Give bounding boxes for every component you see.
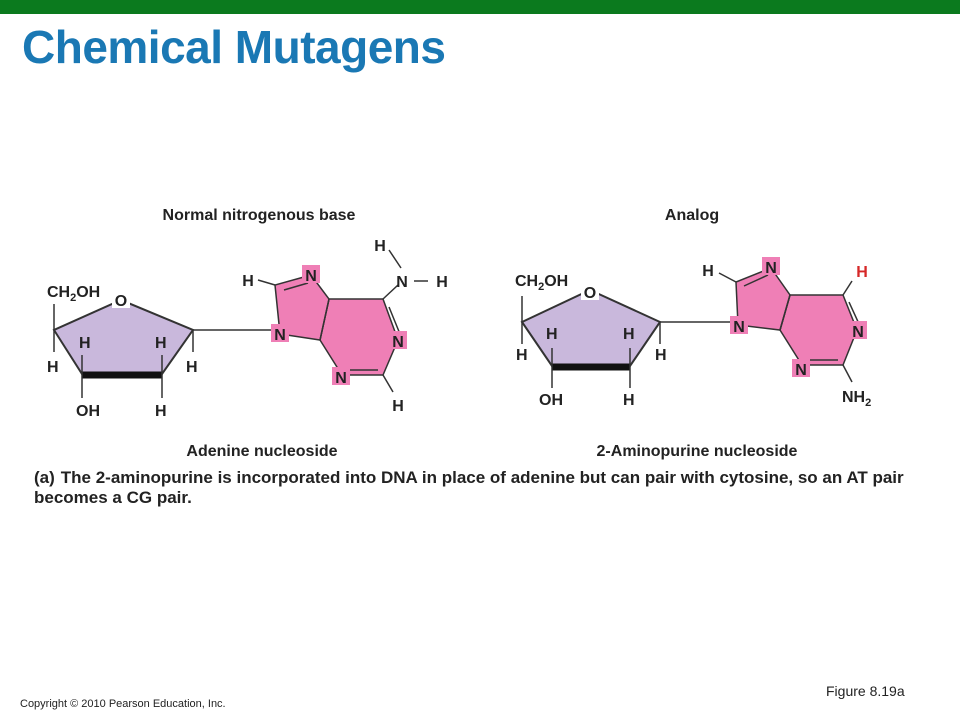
n-label: N <box>392 334 404 351</box>
right-purine-base: N N N N H H NH2 <box>702 257 871 409</box>
n-label: N <box>765 260 777 277</box>
n-label: N <box>795 362 807 379</box>
aminopurine-nucleoside: O CH2OH H H H H OH H N N N N <box>515 257 871 409</box>
h-label: H <box>516 347 528 364</box>
n-label: N <box>335 370 347 387</box>
h-label: H <box>623 326 635 343</box>
n-label: N <box>305 268 317 285</box>
oh-label: OH <box>76 403 100 420</box>
figure-reference: Figure 8.19a <box>826 683 905 699</box>
adenine-nucleoside: O CH2OH H H H H OH H N <box>47 238 448 420</box>
ch2oh-label: CH2OH <box>515 273 568 293</box>
right-structure-name: 2-Aminopurine nucleoside <box>597 443 798 460</box>
h-label: H <box>242 273 254 290</box>
h-label: H <box>392 398 404 415</box>
h-label: H <box>623 392 635 409</box>
h-label: H <box>155 335 167 352</box>
ch2oh-label: CH2OH <box>47 284 100 304</box>
h-label: H <box>436 274 448 291</box>
amine-n-label: N <box>396 274 408 291</box>
n-label: N <box>274 327 286 344</box>
left-structure-name: Adenine nucleoside <box>186 443 337 460</box>
ring-oxygen: O <box>115 293 127 310</box>
top-accent-bar <box>0 0 960 14</box>
caption-tag: (a) <box>34 468 55 487</box>
n-label: N <box>852 324 864 341</box>
left-heading: Normal nitrogenous base <box>163 207 356 224</box>
caption-text: The 2-aminopurine is incorporated into D… <box>34 468 904 507</box>
h-label: H <box>702 263 714 280</box>
copyright-notice: Copyright © 2010 Pearson Education, Inc. <box>20 698 226 710</box>
figure-caption: (a)The 2-aminopurine is incorporated int… <box>34 468 934 508</box>
h-label: H <box>655 347 667 364</box>
h-label: H <box>155 403 167 420</box>
left-purine-base: N N N N N H H H H <box>242 238 448 415</box>
nh2-label: NH2 <box>842 389 871 409</box>
h-label: H <box>546 326 558 343</box>
h-label: H <box>374 238 386 255</box>
ring-oxygen: O <box>584 285 596 302</box>
oh-label: OH <box>539 392 563 409</box>
right-sugar-ring: O CH2OH H H H H OH H <box>515 273 731 409</box>
highlighted-h-label: H <box>856 264 868 281</box>
n-label: N <box>733 319 745 336</box>
h-label: H <box>79 335 91 352</box>
slide-title: Chemical Mutagens <box>22 21 446 73</box>
left-sugar-ring: O CH2OH H H H H OH H <box>47 284 274 420</box>
right-heading: Analog <box>665 207 719 224</box>
h-label: H <box>47 359 59 376</box>
h-label: H <box>186 359 198 376</box>
